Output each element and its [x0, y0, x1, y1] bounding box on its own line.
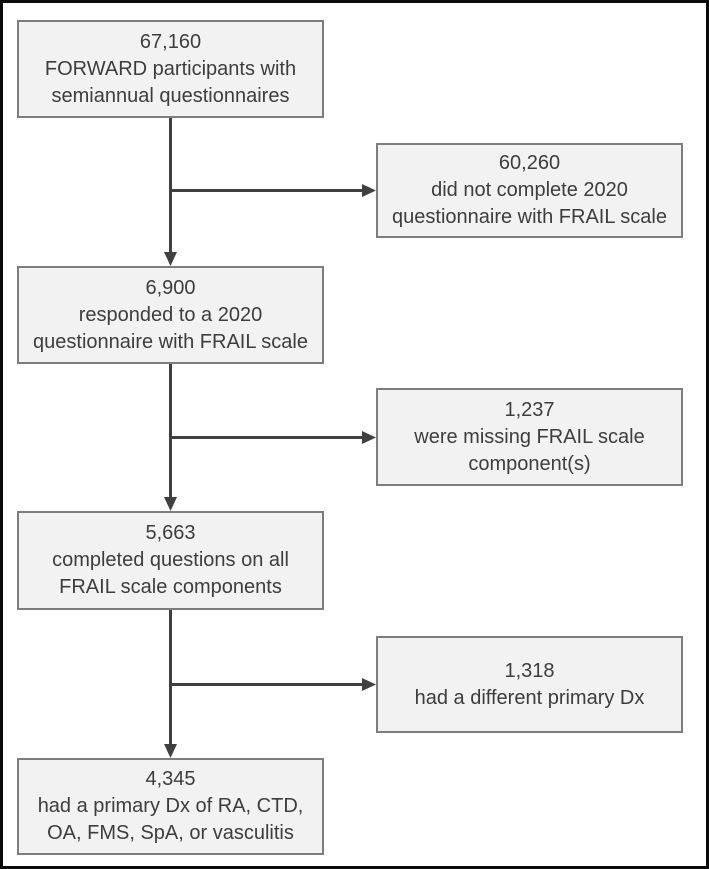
box-count: 5,663: [145, 522, 196, 544]
arrow-right-icon: [169, 431, 376, 444]
box-count: 60,260: [498, 152, 561, 174]
arrow-down-icon: [164, 364, 177, 511]
box-count: 4,345: [145, 768, 196, 790]
flow-box-completed-all-components: 5,663 completed questions on all FRAIL s…: [17, 511, 324, 610]
flow-box-final-primary-dx: 4,345 had a primary Dx of RA, CTD, OA, F…: [17, 758, 324, 855]
box-description: responded to a 2020 questionnaire with F…: [33, 303, 308, 353]
arrow-right-icon: [169, 678, 376, 691]
box-description: were missing FRAIL scale component(s): [414, 425, 645, 475]
flow-box-responded-2020-frail: 6,900 responded to a 2020 questionnaire …: [17, 266, 324, 364]
box-description: FORWARD participants with semiannual que…: [44, 57, 297, 107]
arrow-down-icon: [164, 118, 177, 266]
box-count: 1,318: [504, 659, 555, 682]
flow-box-excluded-missing-components: 1,237 were missing FRAIL scale component…: [376, 388, 683, 486]
box-description: completed questions on all FRAIL scale c…: [52, 549, 289, 598]
flow-box-excluded-no-2020-questionnaire: 60,260 did not complete 2020 questionnai…: [376, 143, 683, 238]
box-count: 1,237: [504, 398, 555, 421]
box-description: had a primary Dx of RA, CTD, OA, FMS, Sp…: [37, 795, 304, 844]
box-description: did not complete 2020 questionnaire with…: [392, 179, 667, 228]
box-description: had a different primary Dx: [414, 686, 645, 709]
flow-box-forward-participants: 67,160 FORWARD participants with semiann…: [17, 20, 324, 118]
arrow-down-icon: [164, 610, 177, 758]
arrow-right-icon: [169, 184, 376, 197]
box-count: 6,900: [145, 276, 196, 299]
flow-box-excluded-different-dx: 1,318 had a different primary Dx: [376, 636, 683, 733]
box-count: 67,160: [139, 30, 202, 53]
